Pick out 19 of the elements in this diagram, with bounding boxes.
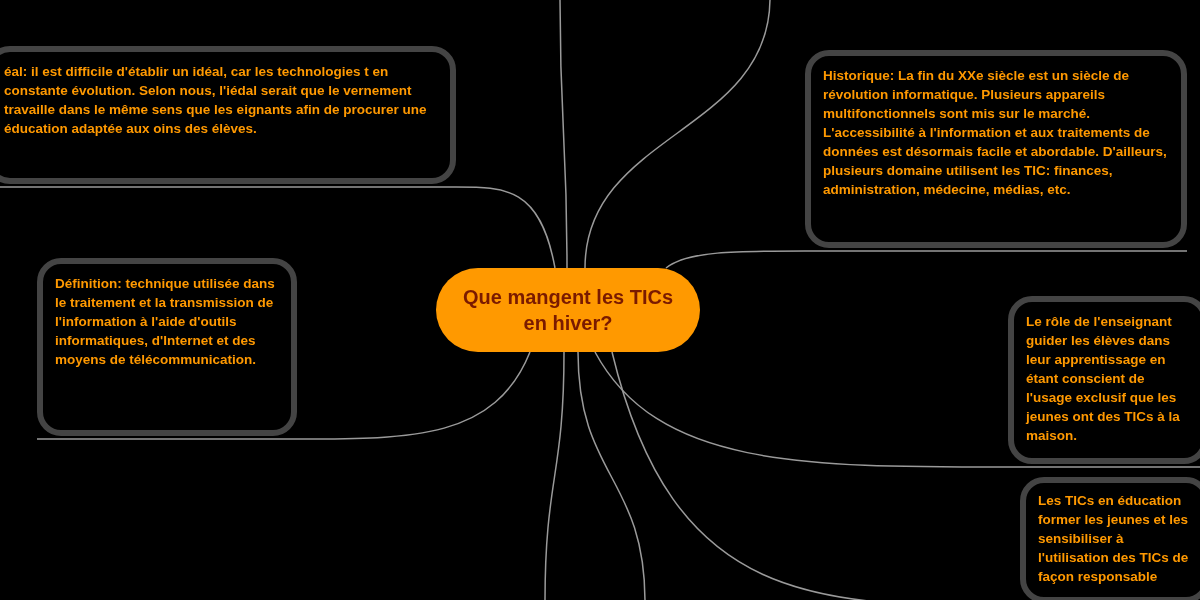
connector-line <box>665 250 1188 269</box>
topic-text: Les TICs en éducation former les jeunes et les sensibiliser à l'utilisation des TICs de façon responsable <box>1038 492 1190 586</box>
connector-line <box>559 0 568 269</box>
central-topic: Que mangent les TICs en hiver? <box>436 268 700 352</box>
topic-text: Définition: technique utilisée dans le traitement et la transmission de l'information à l'aide d'outils informatiques, d'Internet et des moyens de télécommunication. <box>55 275 276 369</box>
topic-text: Le rôle de l'enseignant guider les élèves dans leur apprentissage en étant conscient de l'usage exclusif que les jeunes ont des TICs à la maison. <box>1026 313 1181 445</box>
connector-line <box>577 351 646 600</box>
topic-card <box>0 46 456 184</box>
connector-line <box>36 351 531 440</box>
connector-line <box>544 351 565 600</box>
topic-card <box>1020 477 1200 600</box>
connector-line <box>584 0 771 269</box>
topic-card <box>37 258 297 436</box>
topic-card <box>1008 296 1200 464</box>
topic-card <box>805 50 1187 248</box>
connector-line <box>0 186 556 269</box>
topic-text: Historique: La fin du XXe siècle est un siècle de révolution informatique. Plusieurs appareils multifonctionnels sont mis sur le marché. L'accessibilité à l'information et aux traitements de données est désormais facile et abordable. D'ailleurs, plusieurs domaine utilisent les TIC: finances, administration, médecine, médias, etc. <box>823 67 1168 199</box>
connector-line <box>594 351 1200 468</box>
topic-text: éal: il est difficile d'établir un idéal, car les technologies t en constante évolution. Selon nous, l'iédal serait que le vernement travaille dans le même sens que les eignants afin de procurer une éducation adaptée aux oins des élèves. <box>4 63 428 138</box>
